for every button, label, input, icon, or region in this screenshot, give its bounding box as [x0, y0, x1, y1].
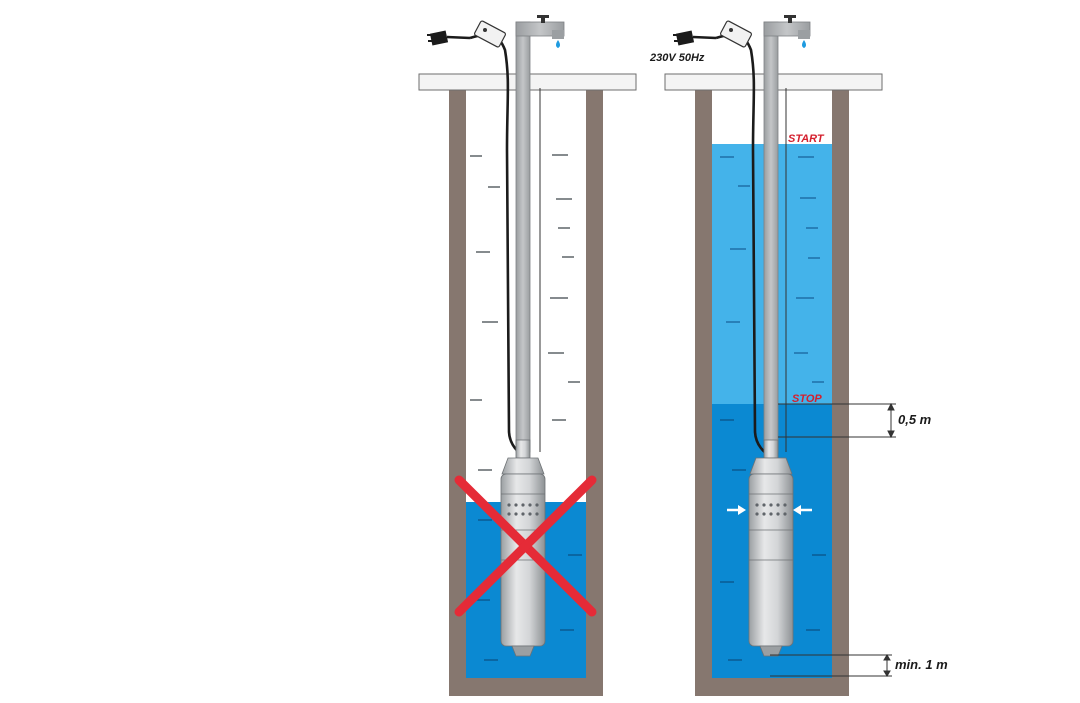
start-level-label: START [788, 133, 825, 145]
intake-arrow-left-icon [727, 505, 746, 515]
left-well-panel [418, 15, 637, 696]
right-control-box-icon [719, 20, 753, 48]
right-well-panel: 230V 50Hz START STOP 0,5 m min. 1 m [649, 15, 948, 696]
right-well-wall-left [695, 90, 712, 696]
stop-gap-dimension [778, 402, 896, 439]
right-water-marks-lower [720, 419, 826, 661]
right-well-floor [695, 678, 849, 696]
left-control-box-icon [473, 20, 507, 48]
left-well-level-marks [470, 154, 580, 471]
right-water-drop-icon [802, 40, 806, 48]
right-tap-outlet [798, 30, 810, 39]
left-tap-outlet [552, 30, 564, 39]
stop-gap-label: 0,5 m [898, 412, 932, 427]
right-water-marks-upper [720, 156, 824, 383]
left-riser-pipe [515, 21, 531, 453]
min-depth-dimension [770, 654, 892, 677]
voltage-label: 230V 50Hz [649, 52, 705, 64]
right-submersible-pump [748, 439, 794, 657]
right-plug-icon [673, 30, 717, 46]
stop-level-label: STOP [792, 393, 822, 405]
left-well-wall-left [449, 90, 466, 696]
left-well-floor [449, 678, 603, 696]
left-well-wall-right [586, 90, 603, 696]
right-well-wall-right [832, 90, 849, 696]
right-tap-stem [788, 15, 792, 23]
intake-arrow-right-icon [793, 505, 812, 515]
min-depth-label: min. 1 m [895, 657, 948, 672]
left-tap-stem [541, 15, 545, 23]
left-water-drop-icon [556, 40, 560, 48]
left-plug-icon [427, 30, 471, 46]
left-water-marks [476, 519, 582, 661]
left-submersible-pump [500, 439, 546, 657]
incorrect-cross-icon [454, 475, 597, 617]
right-riser-pipe [763, 21, 779, 453]
